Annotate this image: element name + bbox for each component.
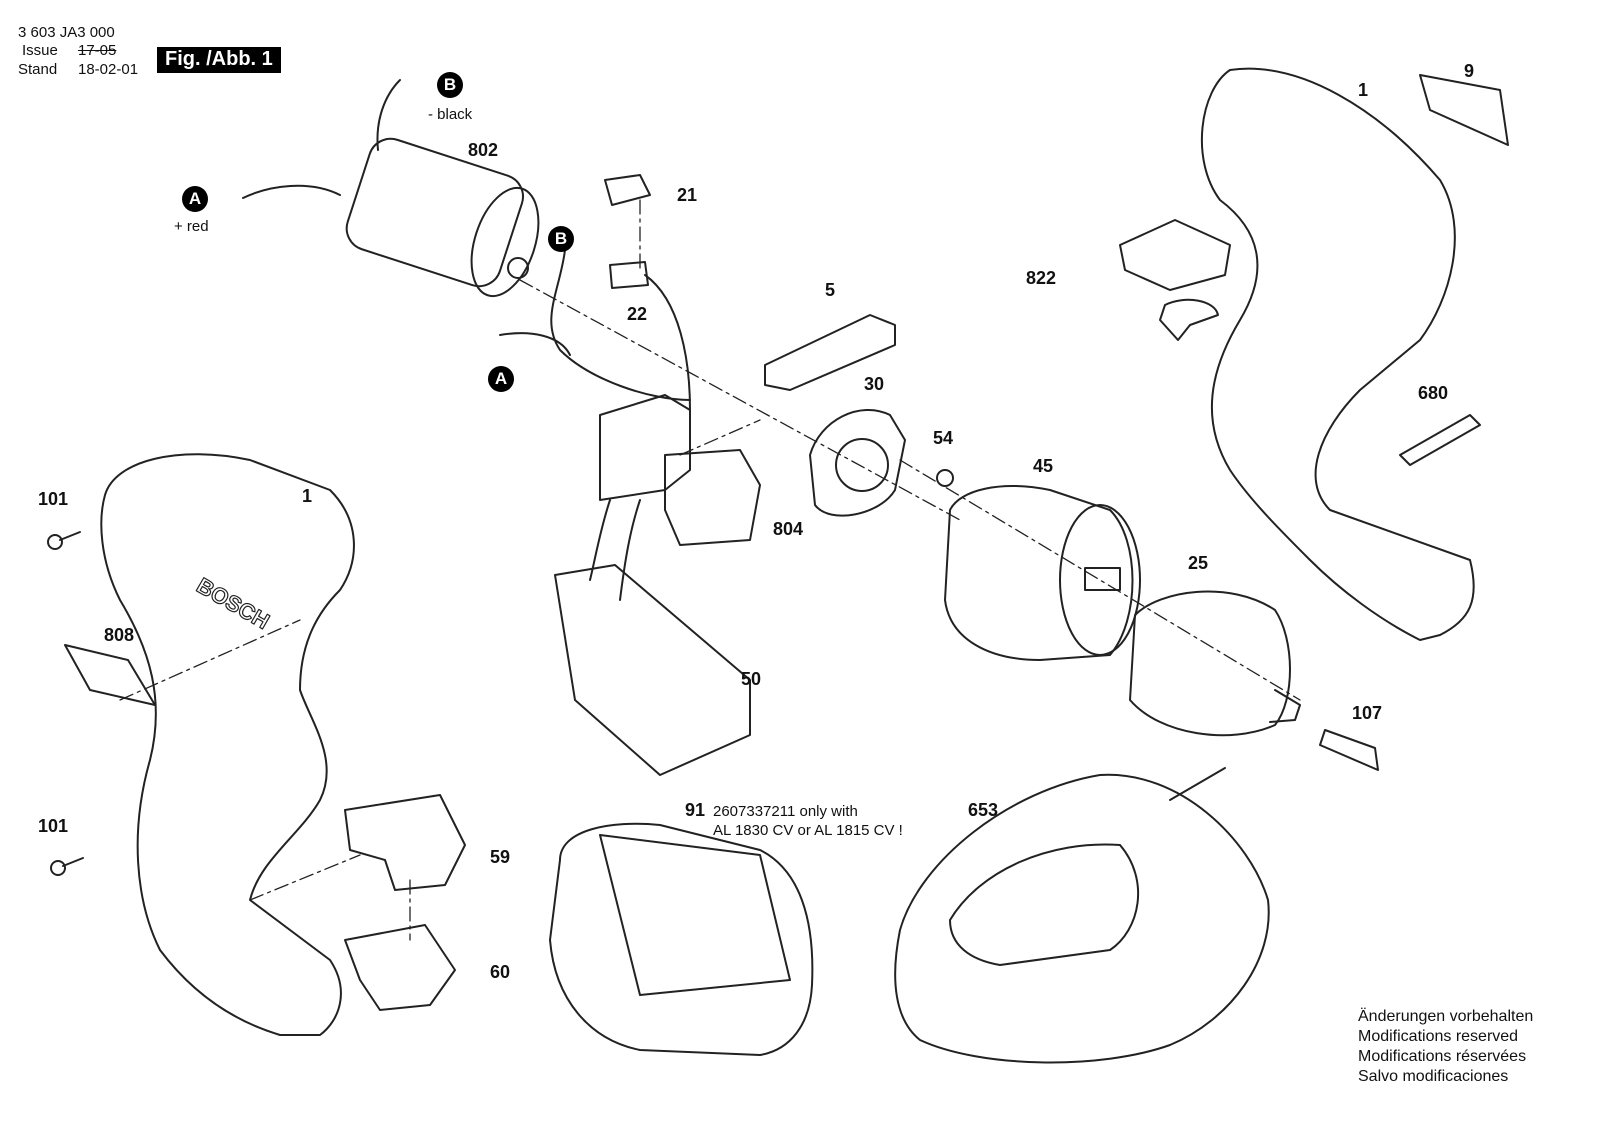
screw-107-drawing — [1319, 729, 1379, 771]
battery-note-line-1: 2607337211 only with — [713, 803, 858, 820]
housing-left-drawing: BOSCH — [100, 453, 355, 1036]
part-label-91: 91 — [685, 800, 706, 820]
part-5-drawing — [764, 314, 896, 391]
stand-date: 18-02-01 — [78, 61, 139, 78]
wire-marker-b-top: B — [437, 72, 463, 98]
part-label-5: 5 — [825, 280, 836, 300]
battery-note-line-2: AL 1830 CV or AL 1815 CV ! — [713, 822, 903, 839]
screw-101-drawing — [47, 531, 84, 876]
part-59-drawing — [344, 794, 466, 891]
label-9-drawing — [1419, 74, 1509, 146]
housing-right-drawing — [1200, 67, 1475, 641]
wire-marker-a-left: A — [182, 186, 208, 212]
screw-54-drawing — [936, 469, 954, 487]
part-label-22: 22 — [627, 304, 648, 324]
board-50-drawing — [554, 564, 751, 776]
wire-b-note: - black — [428, 106, 473, 123]
stand-label: Stand — [18, 61, 58, 78]
part-label-804: 804 — [773, 519, 804, 539]
switch-804-drawing — [589, 394, 761, 601]
wire-marker-b-mid: B — [548, 226, 574, 252]
part-label-101-bottom: 101 — [38, 816, 69, 836]
part-label-60: 60 — [490, 962, 511, 982]
part-60-drawing — [344, 924, 456, 1011]
part-822-drawing — [1119, 219, 1231, 341]
part-label-680: 680 — [1418, 383, 1449, 403]
part-label-25: 25 — [1188, 553, 1209, 573]
part-label-653: 653 — [968, 800, 999, 820]
part-30-drawing — [809, 409, 906, 517]
svg-text:BOSCH: BOSCH — [193, 573, 274, 634]
issue-date-old: 17-05 — [78, 42, 117, 59]
bit-680-drawing — [1399, 414, 1481, 466]
modifications-note-de: Änderungen vorbehalten — [1358, 1008, 1534, 1025]
wire-a-mid-letter: A — [488, 366, 514, 392]
part-22-drawing — [609, 261, 649, 289]
wire-b-mid-letter: B — [548, 226, 574, 252]
part-label-9: 9 — [1464, 61, 1475, 81]
part-label-50: 50 — [741, 669, 762, 689]
document-number: 3 603 JA3 000 — [18, 24, 115, 41]
part-label-1-right: 1 — [1358, 80, 1369, 100]
part-label-30: 30 — [864, 374, 885, 394]
modifications-note-es: Salvo modificaciones — [1358, 1068, 1509, 1085]
wire-a-mid — [499, 332, 571, 356]
charger-653-drawing — [894, 767, 1270, 1064]
figure-label: Fig. /Abb. 1 — [157, 47, 281, 73]
assembly-axis-lines — [119, 199, 1301, 941]
part-label-107: 107 — [1352, 703, 1383, 723]
part-21-drawing — [604, 174, 651, 206]
part-label-101-top: 101 — [38, 489, 69, 509]
wire-marker-a-mid: A — [488, 366, 514, 392]
modifications-note-en: Modifications reserved — [1358, 1028, 1519, 1045]
part-label-808: 808 — [104, 625, 135, 645]
motor-802-drawing — [242, 79, 540, 298]
wire-a-letter: A — [182, 186, 208, 212]
part-label-54: 54 — [933, 428, 954, 448]
part-label-802: 802 — [468, 140, 499, 160]
chuck-25-drawing — [1129, 590, 1301, 737]
label-808-drawing — [64, 644, 156, 706]
gearbox-45-drawing — [944, 485, 1141, 661]
part-label-59: 59 — [490, 847, 511, 867]
battery-91-drawing — [549, 822, 814, 1056]
part-label-822: 822 — [1026, 268, 1057, 288]
part-label-21: 21 — [677, 185, 698, 205]
wire-b-mid — [550, 249, 691, 401]
wire-a-note: + red — [174, 218, 209, 235]
part-label-45: 45 — [1033, 456, 1054, 476]
part-label-1-left: 1 — [302, 486, 313, 506]
wire-b-letter: B — [437, 72, 463, 98]
issue-label: Issue — [22, 42, 58, 59]
modifications-note: Änderungen vorbehalten Modifications res… — [1358, 1007, 1533, 1087]
modifications-note-fr: Modifications réservées — [1358, 1048, 1527, 1065]
